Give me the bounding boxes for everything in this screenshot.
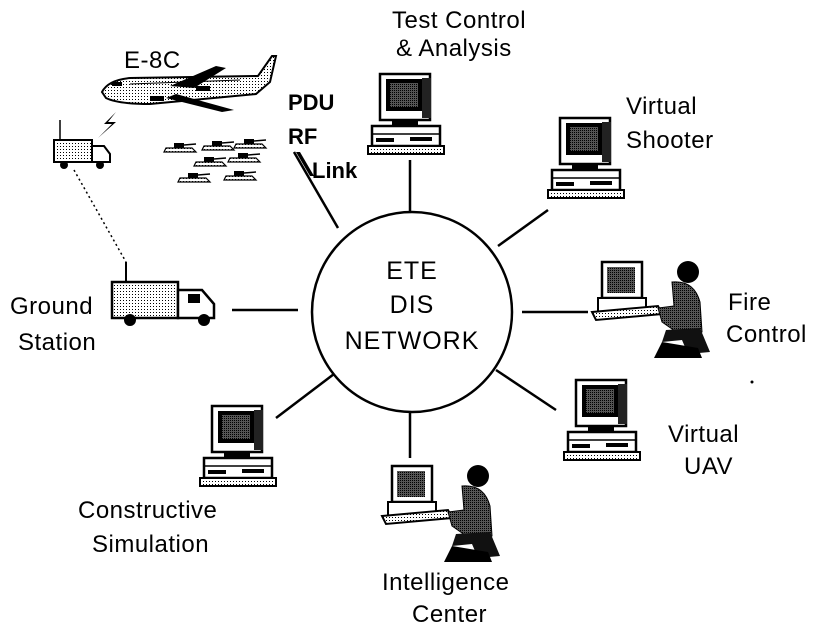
link-label: Link: [312, 158, 358, 183]
hub-line-2: DIS: [390, 291, 435, 319]
pdu-label: PDU: [288, 90, 334, 115]
operator-icon: [380, 463, 502, 564]
node-intelligence-center: Intelligence Center: [380, 463, 509, 628]
tank-icon: [227, 152, 261, 163]
virtual-shooter-line-2: Shooter: [626, 127, 714, 154]
radio-signal-icon: [98, 112, 116, 138]
fire-control-line-2: Control: [726, 321, 807, 348]
constructive-simulation-line-1: Constructive: [78, 497, 217, 524]
e8c-aircraft-icon: [100, 55, 278, 112]
tank-icon: [177, 172, 211, 183]
test-control-line-1: Test Control: [392, 7, 526, 34]
intelligence-center-line-2: Center: [412, 601, 487, 628]
ground-targets: [163, 138, 267, 183]
ground-station-truck-icon: [110, 262, 216, 326]
tank-icon: [193, 156, 227, 167]
node-constructive-simulation: Constructive Simulation: [78, 404, 278, 558]
aircraft-label: E-8C: [124, 47, 181, 74]
tank-icon: [201, 140, 235, 151]
virtual-shooter-line-1: Virtual: [626, 93, 697, 120]
fire-control-line-1: Fire: [728, 289, 771, 316]
node-ground-station: Ground Station: [10, 262, 216, 356]
mobile-terminal-truck-icon: [53, 120, 111, 170]
test-control-line-2: & Analysis: [396, 35, 512, 62]
virtual-uav-line-1: Virtual: [668, 421, 739, 448]
link-virtual-shooter: [497, 208, 549, 248]
constructive-simulation-line-2: Simulation: [92, 531, 209, 558]
computer-icon: [366, 72, 446, 156]
operator-icon: [590, 259, 712, 360]
ground-station-line-1: Ground: [10, 293, 93, 320]
link-rf: [292, 151, 340, 229]
network-hub: ETE DIS NETWORK: [310, 210, 514, 414]
stray-dot: [750, 380, 754, 384]
intelligence-center-line-1: Intelligence: [382, 569, 509, 596]
node-fire-control: Fire Control: [590, 259, 807, 360]
node-test-control: Test Control & Analysis: [366, 7, 526, 156]
hub-line-3: NETWORK: [345, 327, 480, 355]
rf-label: RF: [288, 124, 317, 149]
link-virtual-uav: [495, 368, 557, 412]
tank-icon: [163, 142, 197, 153]
tank-icon: [223, 170, 257, 181]
node-virtual-uav: Virtual UAV: [562, 378, 739, 480]
link-constructive-simulation: [275, 373, 335, 419]
node-virtual-shooter: Virtual Shooter: [546, 93, 714, 200]
computer-icon: [198, 404, 278, 488]
tank-icon: [233, 138, 267, 149]
computer-icon: [546, 116, 626, 200]
computer-icon: [562, 378, 642, 462]
ground-station-line-2: Station: [18, 329, 96, 356]
pdu-rf-link-label: PDU RF Link: [288, 90, 358, 183]
rf-signal-icon: [296, 152, 314, 176]
datalink-dotted-line: [73, 169, 127, 263]
hub-line-1: ETE: [386, 257, 438, 285]
virtual-uav-line-2: UAV: [684, 453, 733, 480]
